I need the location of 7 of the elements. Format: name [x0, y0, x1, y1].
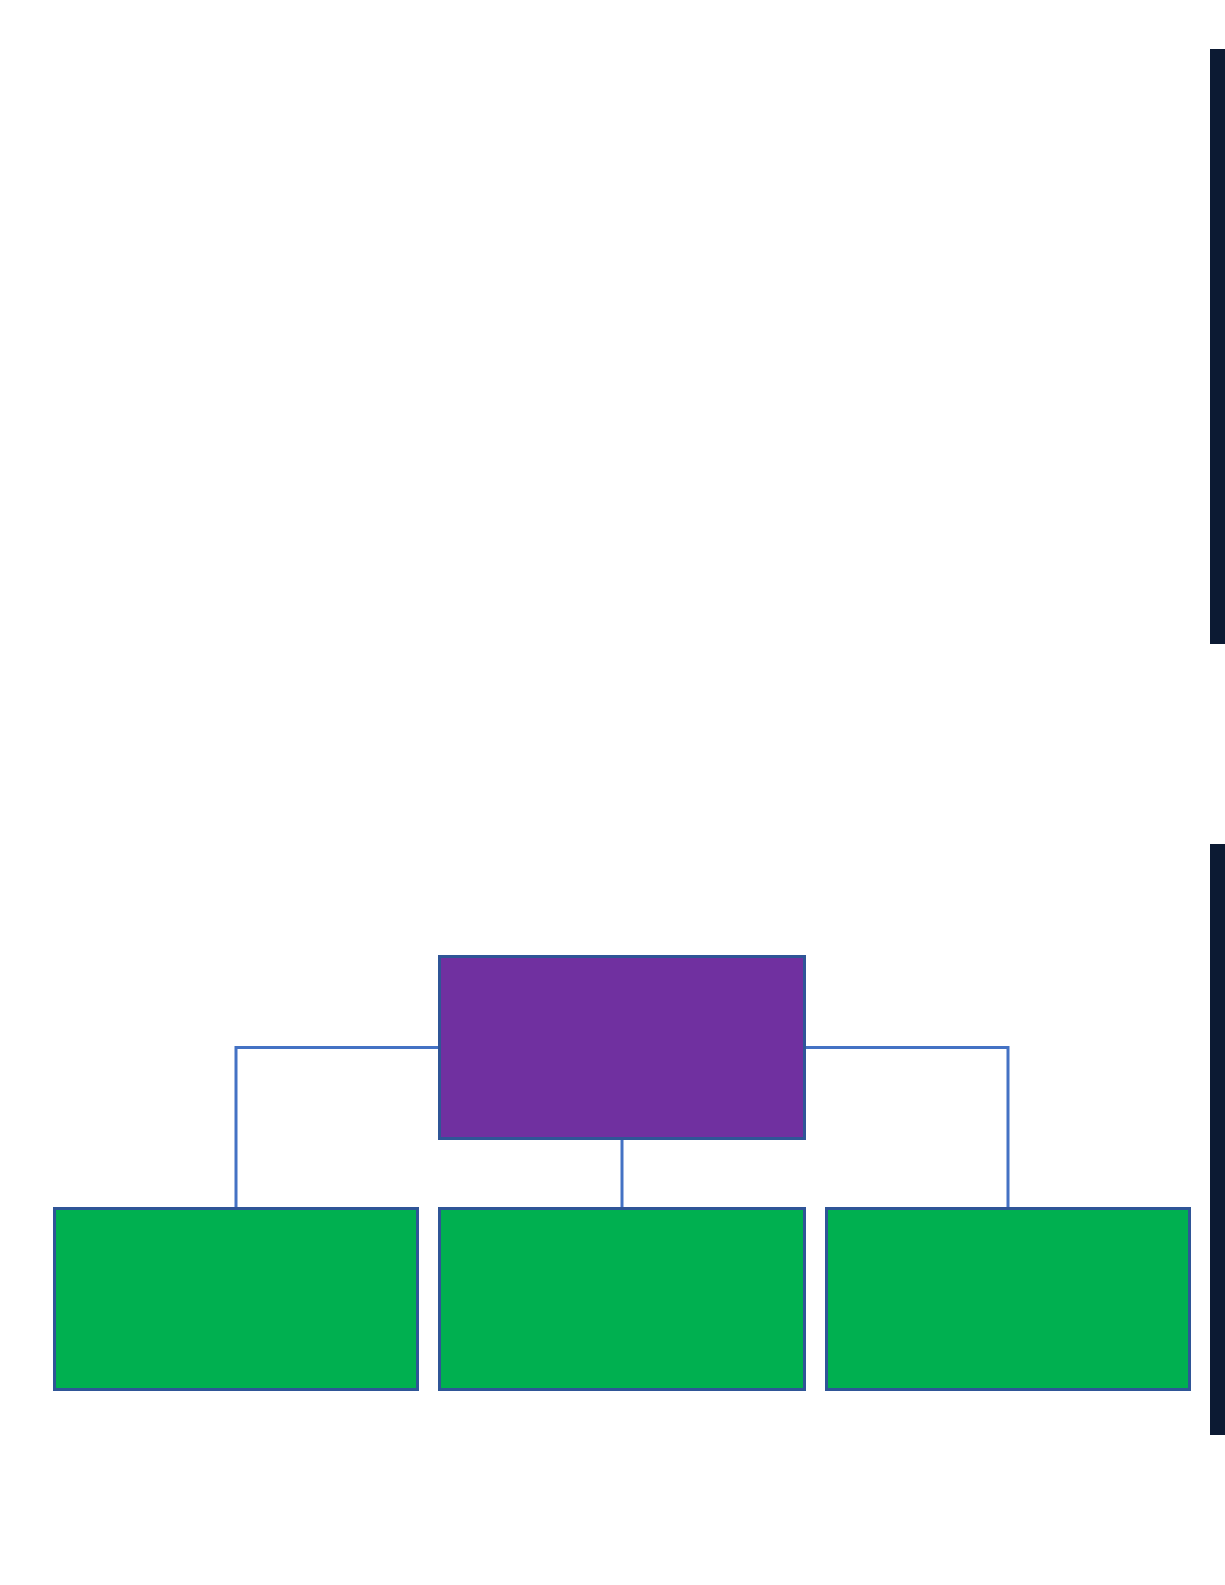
org-box	[438, 1207, 806, 1391]
org-box	[825, 1207, 1191, 1391]
org-box	[438, 955, 806, 1140]
connector-line	[234, 1046, 438, 1207]
connector-line	[620, 1140, 624, 1207]
org-box	[53, 1207, 419, 1391]
connector-line	[806, 1046, 1010, 1207]
